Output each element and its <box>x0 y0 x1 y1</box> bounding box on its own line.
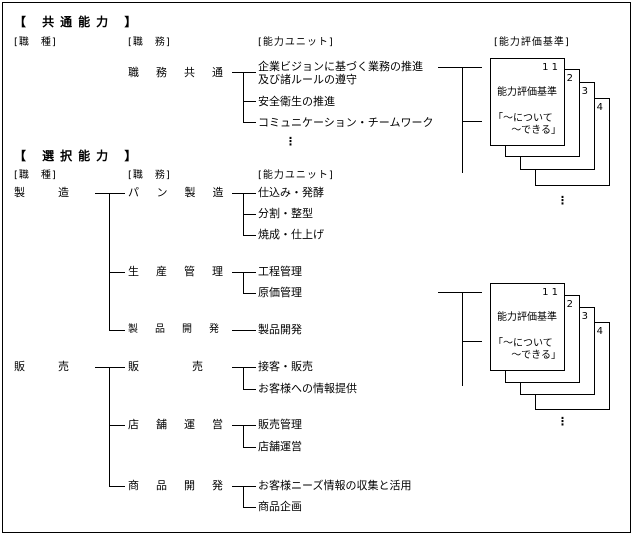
unit-item: 分割・整型 <box>258 207 313 220</box>
unit-item: 焼成・仕上げ <box>258 228 324 241</box>
connector <box>438 67 482 68</box>
connector <box>109 367 110 486</box>
connector <box>243 101 256 102</box>
col-unit-label: [能力ユニット] <box>258 37 334 48</box>
connector <box>243 425 244 447</box>
connector <box>243 367 244 389</box>
connector <box>109 425 125 426</box>
ellipsis: ⋮ <box>557 194 568 207</box>
connector <box>109 330 125 331</box>
connector <box>243 72 244 122</box>
duty-sales: 販 売 <box>128 360 208 373</box>
connector <box>232 72 256 73</box>
diagram-frame <box>2 2 631 533</box>
connector <box>243 122 256 123</box>
criteria-card: 1 1 能力評価基準 「〜について 〜できる」 <box>490 58 565 146</box>
connector <box>462 341 482 342</box>
unit-item: 安全衛生の推進 <box>258 95 335 108</box>
unit-item: 及び諸ルールの遵守 <box>258 73 357 86</box>
connector <box>232 193 256 194</box>
col-duty-label: [職 務] <box>128 37 171 48</box>
connector <box>232 425 256 426</box>
job-type-sales: 販 売 <box>14 360 69 373</box>
job-type-manufacturing: 製 造 <box>14 186 69 199</box>
unit-item: 商品企画 <box>258 500 302 513</box>
col-criteria-label: [能力評価基準] <box>494 37 570 48</box>
ellipsis: ⋮ <box>557 415 568 428</box>
unit-item: 工程管理 <box>258 265 302 278</box>
connector <box>109 193 110 330</box>
unit-item: 製品開発 <box>258 323 302 336</box>
connector <box>243 447 256 448</box>
unit-item: 仕込み・発酵 <box>258 186 324 199</box>
unit-item: お客様への情報提供 <box>258 382 357 395</box>
unit-item: 店舗運営 <box>258 440 302 453</box>
connector <box>95 193 125 194</box>
connector <box>243 272 244 293</box>
connector <box>243 214 256 215</box>
duty-common: 職務共通 <box>128 66 240 79</box>
duty-bread-making: パン製造 <box>128 186 241 199</box>
common-heading: 【 共通能力 】 <box>14 15 143 29</box>
col-job-type-label: [職 種] <box>14 170 57 181</box>
duty-production-management: 生産管理 <box>128 265 240 278</box>
connector <box>243 389 256 390</box>
duty-store-operation: 店舗運営 <box>128 418 240 431</box>
unit-item: コミュニケーション・チームワーク <box>258 116 434 129</box>
unit-item: 企業ビジョンに基づく業務の推進 <box>258 60 423 73</box>
col-duty-label: [職 務] <box>128 170 171 181</box>
connector <box>438 292 482 293</box>
unit-item: お客様ニーズ情報の収集と活用 <box>258 479 412 492</box>
connector <box>232 330 256 331</box>
connector <box>243 486 244 507</box>
duty-merchandise-development: 商品開発 <box>128 479 240 492</box>
connector <box>109 486 125 487</box>
connector <box>95 367 125 368</box>
col-job-type-label: [職 種] <box>14 37 57 48</box>
connector <box>232 367 256 368</box>
connector <box>232 272 256 273</box>
unit-item: 接客・販売 <box>258 360 313 373</box>
connector <box>243 293 256 294</box>
connector <box>243 235 256 236</box>
connector <box>462 67 463 173</box>
connector <box>462 121 482 122</box>
selective-heading: 【 選択能力 】 <box>14 149 143 163</box>
connector <box>462 292 463 386</box>
unit-item: 原価管理 <box>258 286 302 299</box>
unit-item: 販売管理 <box>258 418 302 431</box>
ellipsis: ⋮ <box>285 135 296 148</box>
connector <box>243 507 256 508</box>
connector <box>109 272 125 273</box>
duty-product-development: 製品開発 <box>128 324 236 335</box>
connector <box>232 486 256 487</box>
criteria-card: 1 1 能力評価基準 「〜について 〜できる」 <box>490 283 565 371</box>
col-unit-label: [能力ユニット] <box>258 170 334 181</box>
